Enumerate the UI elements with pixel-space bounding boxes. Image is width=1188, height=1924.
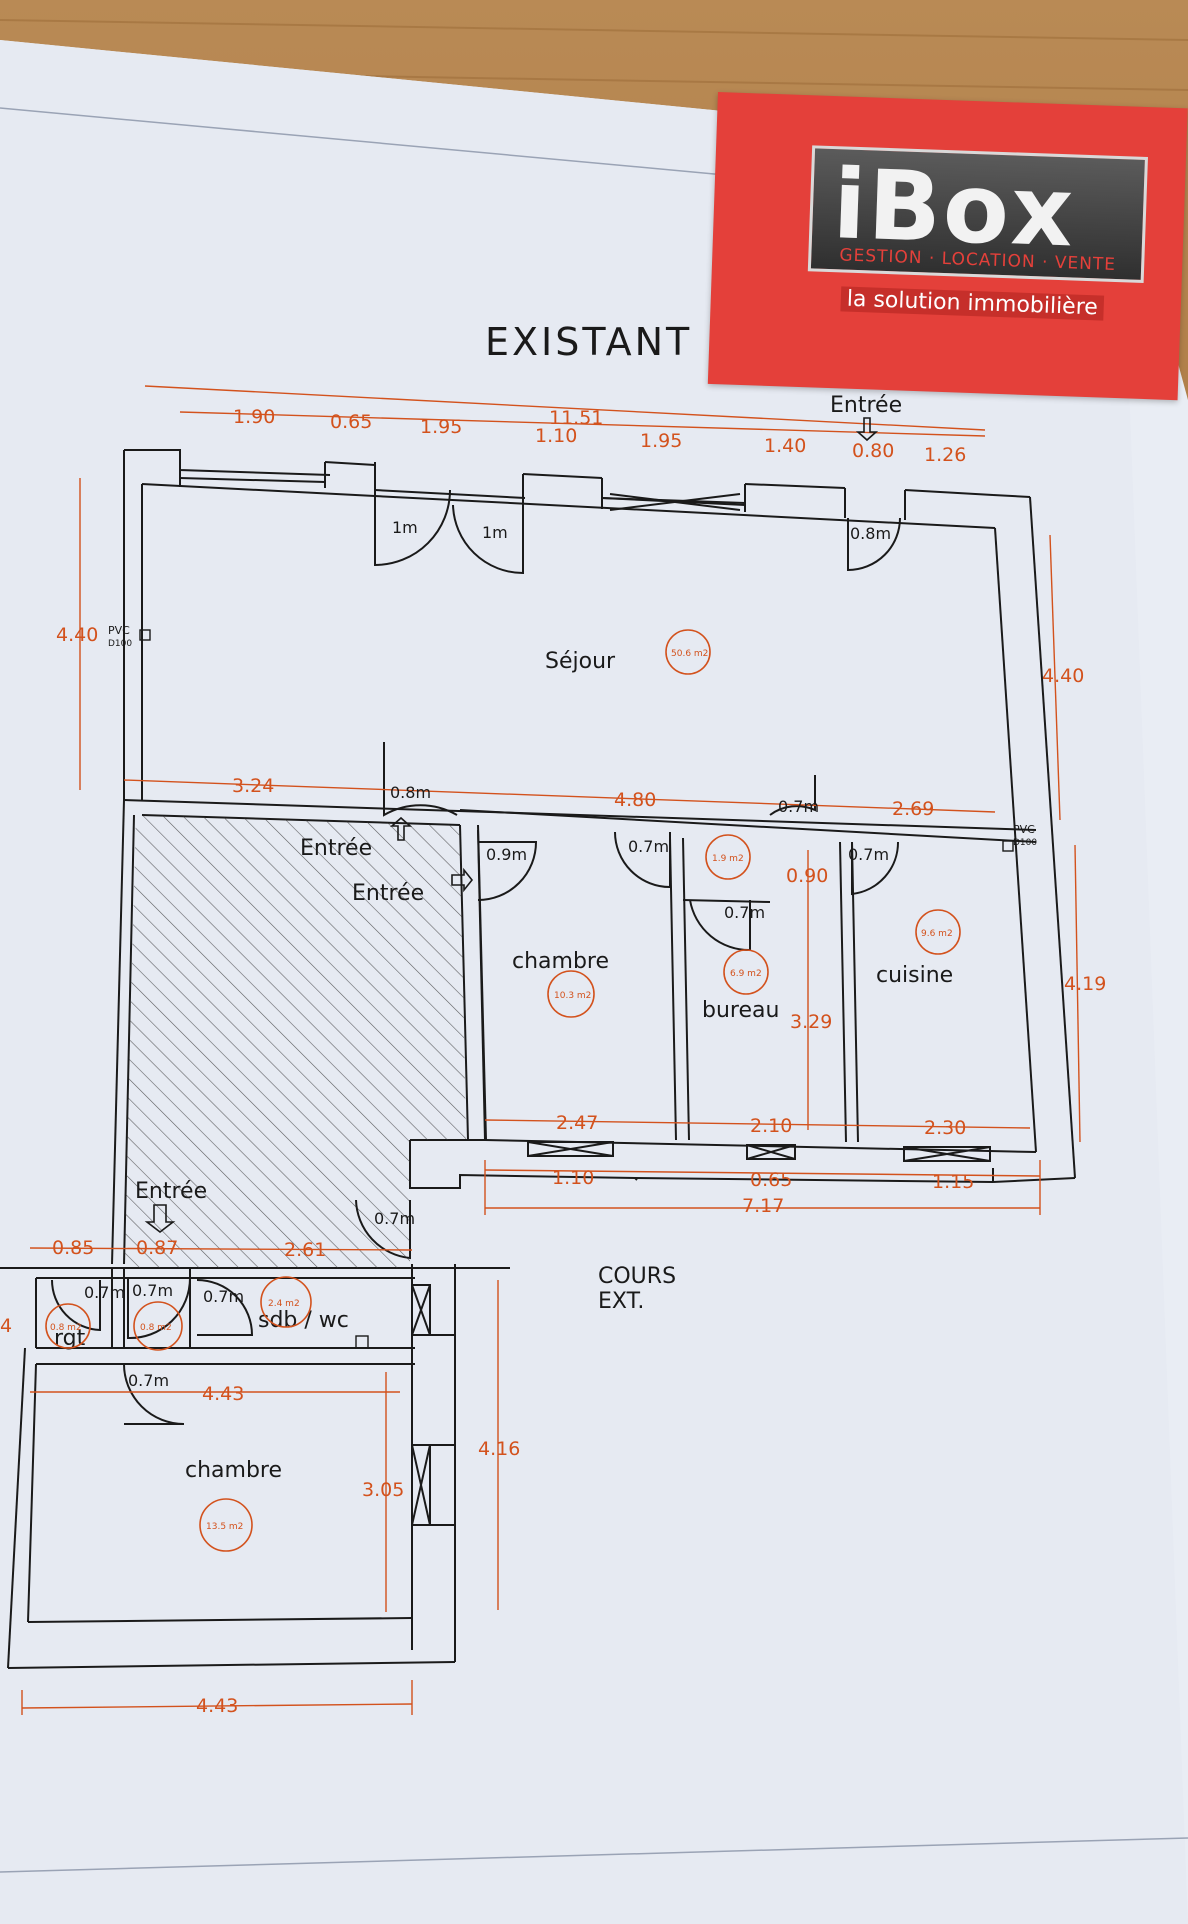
area-cuisine: 9.6 m2: [921, 929, 953, 939]
dim-mid-1: 3.24: [232, 775, 274, 797]
dimension-lines: [21, 385, 1081, 1715]
dim-top-1: 1.90: [233, 406, 275, 428]
door-width-10: 0.7m: [374, 1209, 415, 1228]
pvc-size-right: D100: [1013, 838, 1037, 848]
area-bureau: 6.9 m2: [730, 969, 762, 979]
room-label-chambre-2: chambre: [185, 1458, 282, 1483]
dim-sejour-left: 4.40: [56, 624, 98, 646]
entry-label-hall: Entrée: [300, 836, 372, 861]
entry-label-top: Entrée: [830, 393, 902, 418]
dim-room-width-1: 2.47: [556, 1112, 598, 1134]
door-width-8: 0.7m: [724, 903, 765, 922]
area-rgt: 0.8 m2: [50, 1323, 82, 1333]
pvc-marker-left: [139, 629, 151, 641]
room-label-exterior-1: COURS: [598, 1264, 676, 1289]
dim-mid-2: 4.80: [614, 789, 656, 811]
dim-right-height: 4.19: [1064, 973, 1106, 995]
dim-sejour-right: 4.40: [1042, 665, 1084, 687]
pvc-label-left: PVC: [108, 624, 130, 637]
dim-chambre-2-width-bottom: 4.43: [196, 1695, 238, 1717]
room-label-sejour: Séjour: [545, 649, 616, 674]
dim-bureau-height: 3.29: [790, 1011, 832, 1033]
door-width-13: 0.7m: [203, 1287, 244, 1306]
dimension-texts: 1.90 0.65 1.95 11.51 1.10 1.95 1.40 0.80…: [0, 406, 1106, 1717]
dim-top-total: 11.51: [549, 407, 603, 429]
entry-label-lower: Entrée: [135, 1179, 207, 1204]
dim-bottom-total: 7.17: [742, 1195, 784, 1217]
dim-top-5: 1.95: [640, 430, 682, 452]
dim-chambre-2-height: 3.05: [362, 1479, 404, 1501]
dim-corridor: 0.90: [786, 865, 828, 887]
dim-room-width-2: 2.10: [750, 1115, 792, 1137]
area-degagement: 1.9 m2: [712, 854, 744, 864]
door-width-12: 0.7m: [132, 1281, 173, 1300]
dim-wing-2: 0.87: [136, 1237, 178, 1259]
dim-bottom-2: 0.65: [750, 1169, 792, 1191]
pvc-size-left: D100: [108, 639, 132, 649]
area-sejour: 50.6 m2: [671, 649, 708, 659]
dim-top-7: 0.80: [852, 440, 894, 462]
door-width-7: 0.7m: [628, 837, 669, 856]
room-label-bureau: bureau: [702, 998, 779, 1023]
dim-top-8: 1.26: [924, 444, 966, 466]
room-label-cuisine: cuisine: [876, 963, 953, 988]
area-circles: [45, 629, 961, 1552]
plan-title: EXISTANT: [485, 320, 692, 364]
dim-top-2: 0.65: [330, 411, 372, 433]
hatched-hall: [124, 815, 466, 1268]
dim-bottom-1: 1.10: [552, 1167, 594, 1189]
dim-wing-3: 2.61: [284, 1239, 326, 1261]
entry-arrows: [144, 417, 879, 1234]
door-width-1: 1m: [392, 518, 418, 537]
dim-left-cut: 4: [0, 1315, 12, 1337]
area-chambre-2: 13.5 m2: [206, 1522, 243, 1532]
door-width-5: 0.7m: [778, 797, 819, 816]
door-width-14: 0.7m: [128, 1371, 169, 1390]
dim-bottom-3: 1.15: [932, 1171, 974, 1193]
dim-mid-3: 2.69: [892, 798, 934, 820]
dim-chambre-2-width-top: 4.43: [202, 1383, 244, 1405]
door-width-4: 0.8m: [390, 783, 431, 802]
dim-top-4: 1.10: [535, 425, 577, 447]
dim-top-6: 1.40: [764, 435, 806, 457]
ibox-logo: iBox GESTION · LOCATION · VENTE: [807, 145, 1148, 283]
entry-label-chambre: Entrée: [352, 881, 424, 906]
room-label-exterior-2: EXT.: [598, 1289, 644, 1314]
dim-top-3: 1.95: [420, 416, 462, 438]
door-width-9: 0.7m: [848, 845, 889, 864]
ibox-services: GESTION · LOCATION · VENTE: [839, 245, 1117, 275]
ibox-business-card: iBox GESTION · LOCATION · VENTE la solut…: [707, 92, 1188, 401]
dim-wing-height: 4.16: [478, 1438, 520, 1460]
ibox-tagline: la solution immobilière: [840, 286, 1105, 321]
door-width-2: 1m: [482, 523, 508, 542]
area-chambre-1: 10.3 m2: [554, 991, 591, 1001]
door-width-6: 0.9m: [486, 845, 527, 864]
dim-wing-1: 0.85: [52, 1237, 94, 1259]
door-width-3: 0.8m: [850, 524, 891, 543]
area-sdb: 2.4 m2: [268, 1299, 300, 1309]
pvc-marker-right: [1002, 840, 1014, 852]
dim-room-width-3: 2.30: [924, 1117, 966, 1139]
wc-marker: [355, 1335, 369, 1349]
door-width-11: 0.7m: [84, 1283, 125, 1302]
pvc-label-right: PVC: [1013, 823, 1035, 836]
area-hall: 0.8 m2: [140, 1323, 172, 1333]
room-label-chambre-1: chambre: [512, 949, 609, 974]
